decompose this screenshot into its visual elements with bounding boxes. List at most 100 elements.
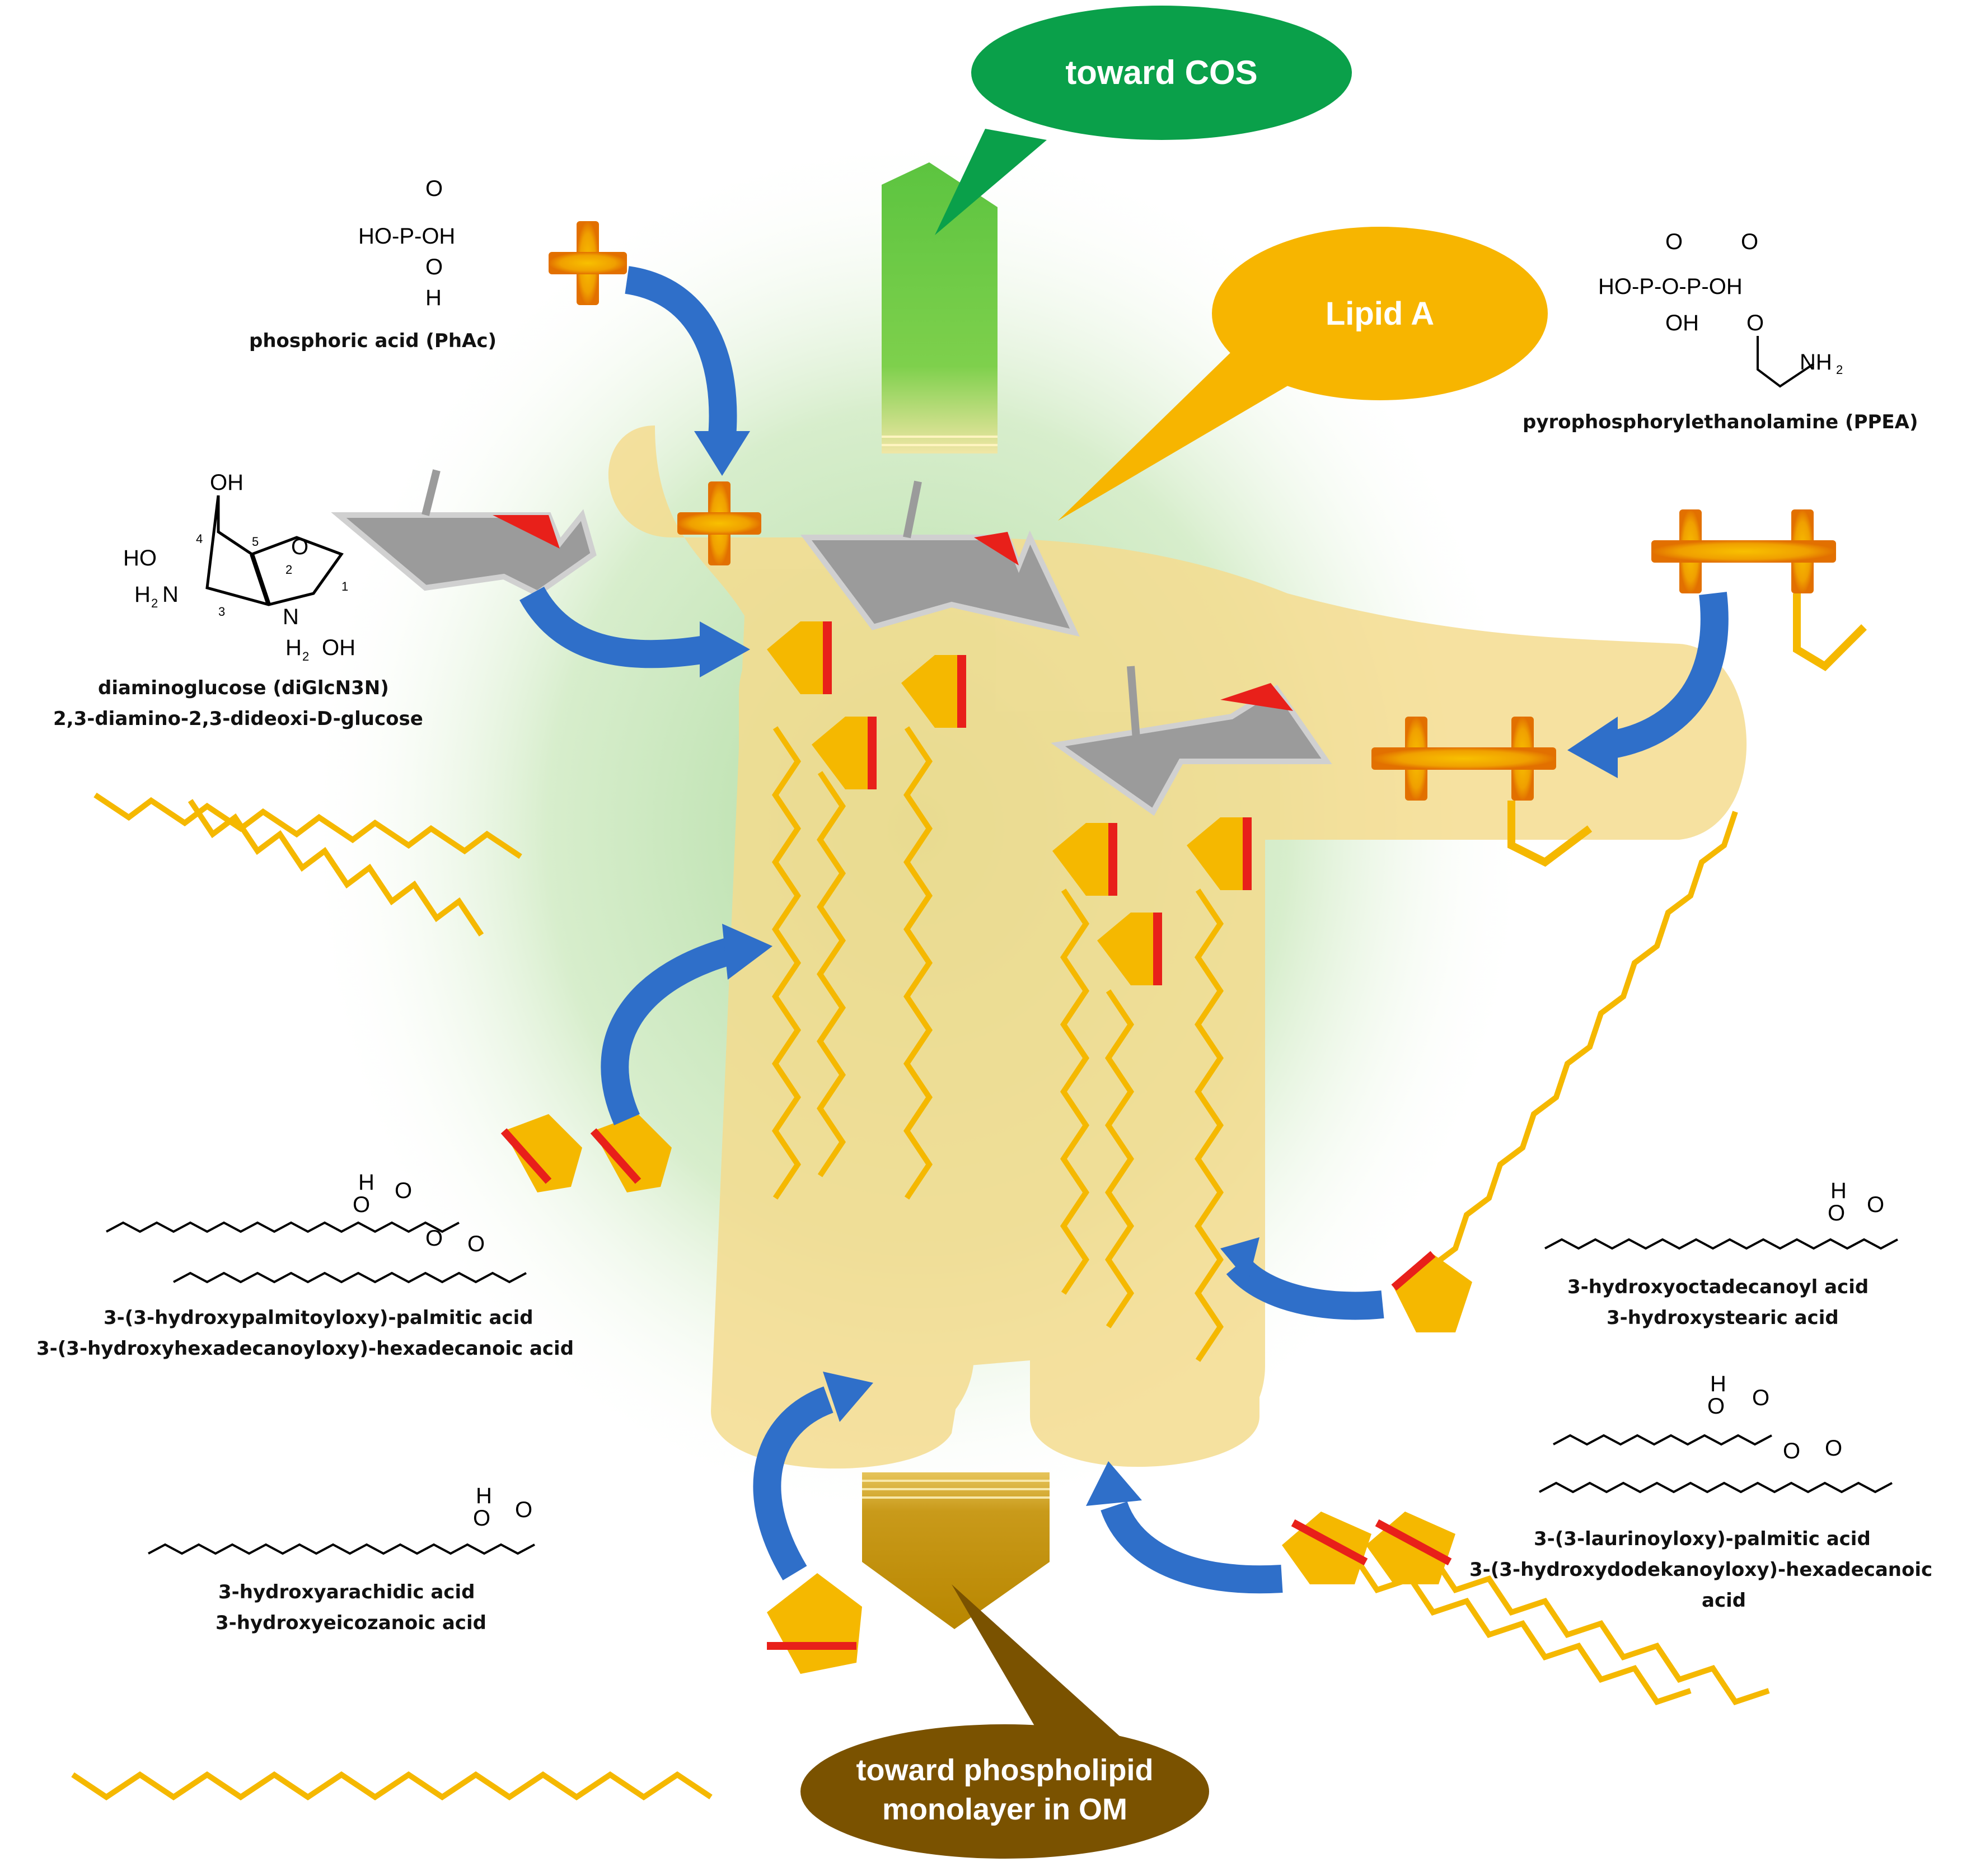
acyl-chains-left [771,726,933,1200]
laurinoyl-atoms: H O O O O 3-(3-laurinoyloxy)-palmitic ac… [1469,1372,1932,1612]
ppea-structure: O O HO-P-O-P-OH OH O NH 2 pyrophosphoryl… [1523,230,1918,433]
ppea-bound [1371,717,1593,867]
arach-h: H [476,1484,492,1508]
palm-h: H [358,1170,374,1195]
palmitic-label-2: 3-(3-hydroxyhexadecanoyloxy)-hexadecanoi… [36,1337,574,1360]
arach-o-2: O [515,1498,532,1522]
dg-h2-bottom-sub: 2 [302,649,309,663]
arach-o-1: O [473,1506,490,1531]
pa-h-bottom: H [425,286,442,310]
laur-h: H [1710,1372,1726,1396]
stear-o-1: O [1828,1201,1845,1225]
diaminoglucose-label-2: 2,3-diamino-2,3-dideoxi-D-glucose [53,708,423,730]
arachidic-acid-structure [148,1543,535,1555]
stearic-acid-structure [1544,1238,1898,1250]
dg-h2-left-sub: 2 [151,596,158,610]
free-fatty-acid-bottom-left [71,1771,713,1801]
laur-o-1: O [1707,1394,1725,1419]
arrow-sugar-in[interactable] [519,586,750,677]
dg-n-left: N [162,582,179,607]
stearic-label-2: 3-hydroxystearic acid [1607,1307,1839,1329]
free-fatty-acid-right [1431,811,1738,1267]
laur-o-4: O [1825,1436,1842,1461]
ppea-nh: NH [1800,350,1832,375]
laurinoyl-label-1: 3-(3-laurinoyloxy)-palmitic acid [1534,1528,1871,1550]
palmitic-acid-structure [106,1221,527,1284]
phosphoric-acid-label: phosphoric acid (PhAc) [249,330,497,352]
pa-ho-p-oh: HO-P-OH [358,224,455,249]
dg-ring-o: O [291,535,308,559]
stear-h: H [1830,1178,1847,1203]
dg-h-bottom: H [285,635,302,660]
cos-callout: toward COS [935,6,1352,235]
pa-o-top: O [425,176,443,201]
phosphate-cross-bound [677,481,761,565]
palm-o-2: O [395,1178,412,1203]
arachidic-acid-atoms: H O O 3-hydroxyarachidic acid 3-hydroxye… [216,1484,532,1634]
diaminoglucose-label-1: diaminoglucose (diGlcN3N) [98,677,389,699]
arachidic-label-2: 3-hydroxyeicozanoic acid [216,1612,486,1634]
lipid-a-callout: Lipid A [1058,227,1548,521]
dg-c1: 1 [341,579,348,593]
stearic-acid-atoms: H O O 3-hydroxyoctadecanoyl acid 3-hydro… [1567,1178,1884,1329]
om-callout-line2: monolayer in OM [882,1793,1127,1826]
sugar-middle [800,480,1080,637]
laurinoyl-label-3: acid [1702,1589,1746,1612]
laurinoyl-label-2: 3-(3-hydroxydodekanoyloxy)-hexadecanoic [1469,1559,1932,1581]
acyl-chains-right [1060,888,1224,1362]
pa-o-bottom: O [425,255,443,279]
cos-stem [882,162,998,453]
ppea-o-2: O [1741,230,1758,254]
dg-c2: 2 [285,563,292,577]
palm-o-4: O [467,1232,485,1256]
free-fatty-acid-upper-left [93,792,522,937]
ppea-nh2-sub: 2 [1836,363,1843,377]
free-fatty-acid-heads-left [500,1114,672,1192]
laur-o-3: O [1783,1439,1800,1463]
palm-o-3: O [425,1226,443,1251]
ppea-chain: HO-P-O-P-OH [1598,274,1743,299]
palmitic-acid-atoms: H O O O O 3-(3-hydroxypalmitoyloxy)-palm… [36,1170,574,1360]
om-callout: toward phospholipid monolayer in OM [800,1584,1209,1859]
ppea-o-1: O [1665,230,1683,254]
dg-h-left: H [134,582,151,607]
arrow-stearic-in[interactable] [1220,1237,1384,1320]
dg-oh-bottom: OH [322,635,355,660]
arrow-arachidic-in[interactable] [753,1372,873,1580]
cos-callout-label: toward COS [1065,54,1257,91]
dg-oh-top: OH [210,470,244,495]
laurinoyl-structure [1539,1434,1893,1494]
om-stem [862,1472,1050,1629]
ppea-o-3: O [1746,311,1764,335]
lipid-a-callout-label: Lipid A [1326,296,1434,332]
dg-n-right: N [283,605,299,629]
palm-o-1: O [353,1192,370,1217]
diaminoglucose-structure: OH HO O H 2 N N H 2 OH 4 5 3 2 1 diamino… [53,470,423,730]
stearic-label-1: 3-hydroxyoctadecanoyl acid [1567,1276,1869,1298]
phosphate-cross-free [549,221,627,305]
free-fatty-acid-head-bottom-left [767,1573,862,1674]
om-stem-lines [862,1480,1050,1499]
ppea-oh: OH [1665,311,1699,335]
free-fatty-acid-head-right [1391,1251,1472,1332]
stear-o-2: O [1867,1192,1884,1217]
sugar-right [1051,666,1332,816]
arrow-laurinoyl-in[interactable] [1086,1461,1283,1594]
dg-c3: 3 [218,605,225,619]
dg-c4: 4 [196,532,203,546]
ppea-free [1651,509,1867,671]
cos-stem-lines [882,436,998,446]
ppea-label: pyrophosphorylethanolamine (PPEA) [1523,411,1918,433]
free-fatty-acid-heads-bottom-right [1282,1512,1455,1584]
acyl-heads-body [767,621,1252,985]
arachidic-label-1: 3-hydroxyarachidic acid [218,1581,475,1603]
dg-ho: HO [123,546,157,570]
lipid-a-body [608,425,1747,1469]
om-callout-line1: toward phospholipid [856,1753,1154,1787]
arrow-phosphate-in[interactable] [624,266,750,476]
laur-o-2: O [1752,1386,1769,1410]
arrow-ppea-in[interactable] [1567,592,1729,778]
arrow-palmitic-in[interactable] [601,924,772,1126]
dg-c5: 5 [252,535,259,549]
phosphoric-acid-structure: O HO-P-OH O H phosphoric acid (PhAc) [249,176,497,352]
